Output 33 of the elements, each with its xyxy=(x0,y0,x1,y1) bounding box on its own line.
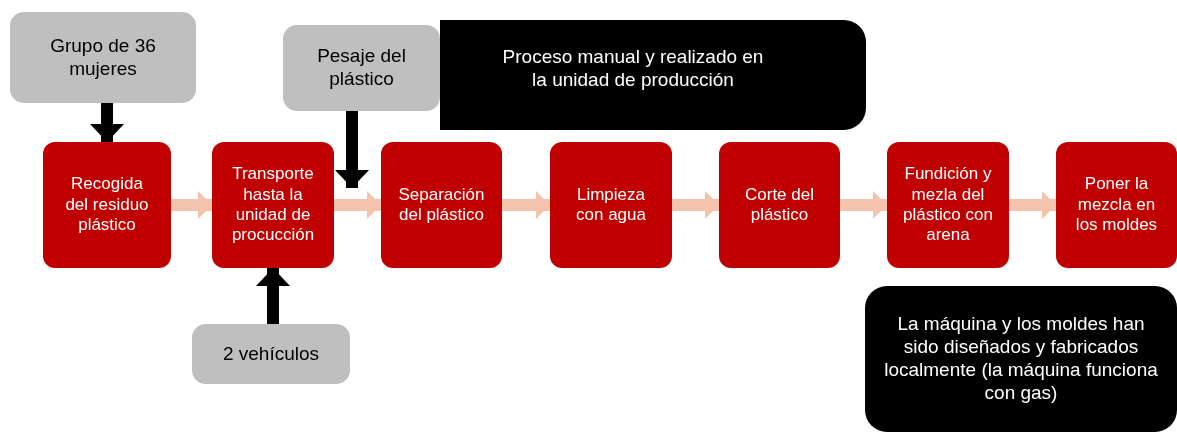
box-label: Proceso manual y realizado en la unidad de producción xyxy=(501,46,765,92)
process-box xyxy=(550,142,672,268)
process-box xyxy=(719,142,840,268)
arrow xyxy=(502,191,550,219)
process-box xyxy=(212,142,334,268)
process-box xyxy=(381,142,502,268)
arrow xyxy=(256,268,290,324)
arrow xyxy=(171,191,212,219)
box-label: Poner la mezcla en los moldes xyxy=(1074,174,1159,236)
note-box xyxy=(440,20,866,130)
note-box xyxy=(865,286,1177,432)
resource-box xyxy=(10,12,196,103)
arrow xyxy=(840,191,887,219)
box-label: Pesaje del plástico xyxy=(316,45,407,91)
box-label: Corte del plástico xyxy=(744,184,815,226)
arrow xyxy=(90,103,124,142)
process-box xyxy=(1056,142,1177,268)
process-box xyxy=(43,142,171,268)
box-label: Recogida del residuo plástico xyxy=(64,174,150,236)
box-label: Separación del plástico xyxy=(397,184,486,226)
box-label: Grupo de 36 mujeres xyxy=(49,34,157,81)
box-label: Limpieza con agua xyxy=(575,184,647,226)
arrow xyxy=(1009,191,1056,219)
arrow xyxy=(672,191,719,219)
box-label: 2 vehículos xyxy=(222,342,320,366)
box-label: Transporte hasta la unidad de procucción xyxy=(230,164,316,246)
box-label: La máquina y los moldes han sido diseñados y fabricados localmente (la máquina funciona con gas) xyxy=(883,313,1159,405)
resource-box xyxy=(283,25,440,111)
resource-box xyxy=(192,324,350,384)
box-label: Fundición y mezla del plástico con arena xyxy=(902,164,994,246)
arrow xyxy=(335,111,369,188)
process-box xyxy=(887,142,1009,268)
arrow xyxy=(334,191,381,219)
